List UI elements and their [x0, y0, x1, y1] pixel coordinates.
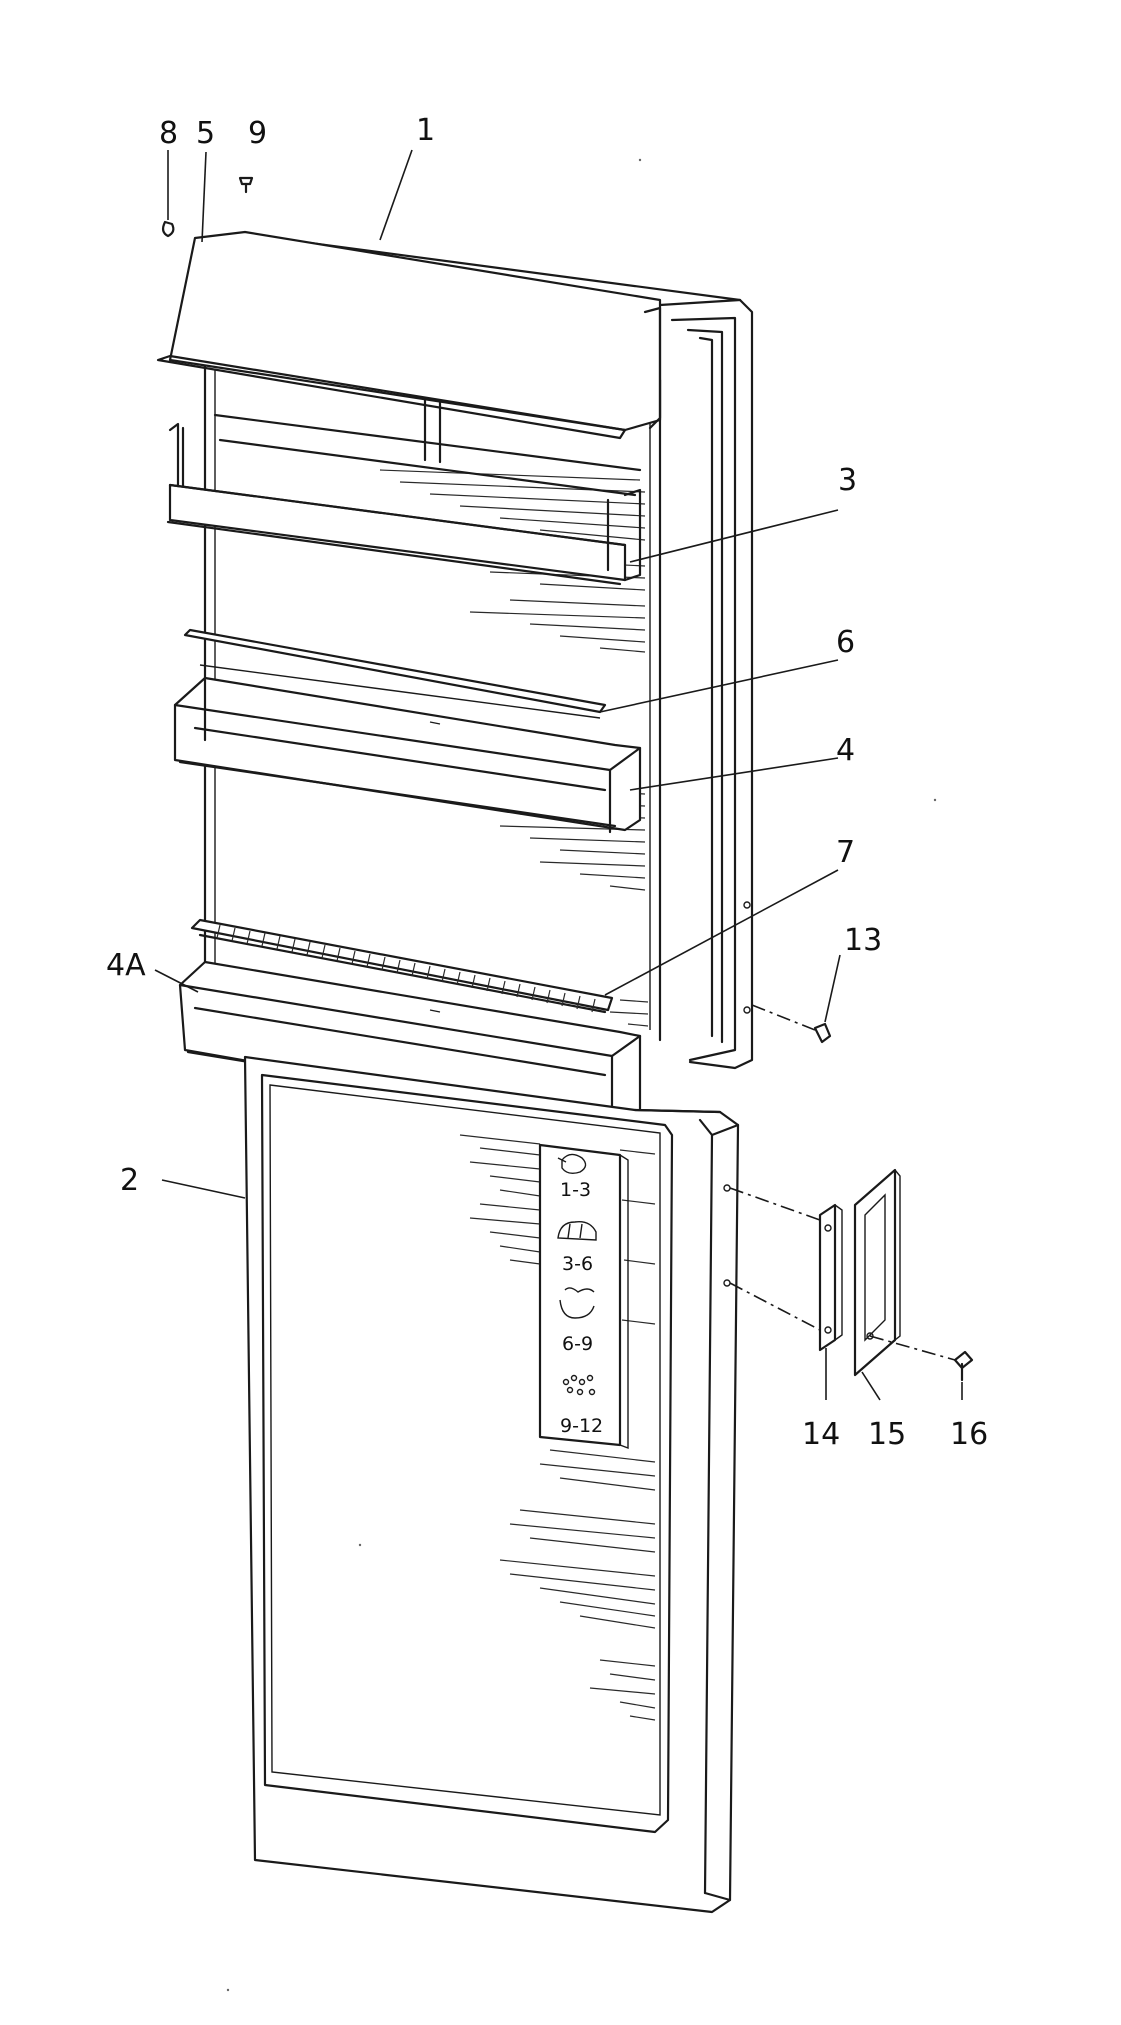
part-2-lower-door: [243, 1055, 740, 1914]
part-4-middle-bin: [173, 676, 642, 834]
chart-icon-fish: [557, 1153, 587, 1175]
callout-4: 4: [836, 733, 855, 768]
callout-4A: 4A: [106, 948, 146, 983]
callout-3: 3: [838, 463, 857, 498]
part-9-screw: [238, 176, 254, 194]
assembly-line-14-top: [729, 1187, 821, 1221]
assembly-line-16: [869, 1335, 956, 1361]
callout-9: 9: [248, 116, 267, 151]
chart-row-label: 1-3: [560, 1179, 591, 1201]
callout-1: 1: [416, 113, 435, 148]
scan-speck: [933, 798, 937, 802]
part-16-screw: [953, 1350, 974, 1382]
callout-8: 8: [159, 116, 178, 151]
scan-speck: [638, 158, 642, 162]
chart-icon-meat: [559, 1287, 595, 1319]
chart-icon-peas: [562, 1374, 596, 1396]
chart-icon-bread: [557, 1221, 597, 1241]
part-3-upper-rack: [166, 422, 642, 586]
scan-speck: [358, 1543, 362, 1547]
part-6-rail: [183, 628, 607, 719]
callout-2: 2: [120, 1163, 139, 1198]
callout-6: 6: [836, 625, 855, 660]
assembly-line-14-bottom: [729, 1282, 821, 1331]
part-7-grille-shelf: [190, 918, 614, 1014]
scan-speck: [226, 1988, 230, 1992]
part-15-hinge-cover: [853, 1168, 901, 1377]
callout-7: 7: [836, 835, 855, 870]
chart-row-label: 9-12: [560, 1415, 603, 1437]
storage-time-chart: 1-3 3-6 6-9 9-12: [538, 1143, 629, 1450]
part-13-pin: [813, 1022, 832, 1044]
callout-labels: 8 5 9 1 3 6 4 7 13 4A 2 14 15 16: [106, 113, 988, 1452]
leader-lines: [154, 149, 963, 1401]
callout-13: 13: [844, 923, 882, 958]
part-14-hinge-plate: [818, 1203, 843, 1352]
chart-row-label: 6-9: [562, 1333, 593, 1355]
assembly-line-13: [751, 1004, 816, 1031]
callout-5: 5: [196, 116, 215, 151]
chart-row-label: 3-6: [562, 1253, 593, 1275]
callout-14: 14: [802, 1417, 840, 1452]
part-1-top-cover: [156, 230, 662, 497]
part-8-clip: [161, 220, 175, 238]
callout-16: 16: [950, 1417, 988, 1452]
callout-15: 15: [868, 1417, 906, 1452]
lower-door-shading: [459, 1134, 656, 1721]
